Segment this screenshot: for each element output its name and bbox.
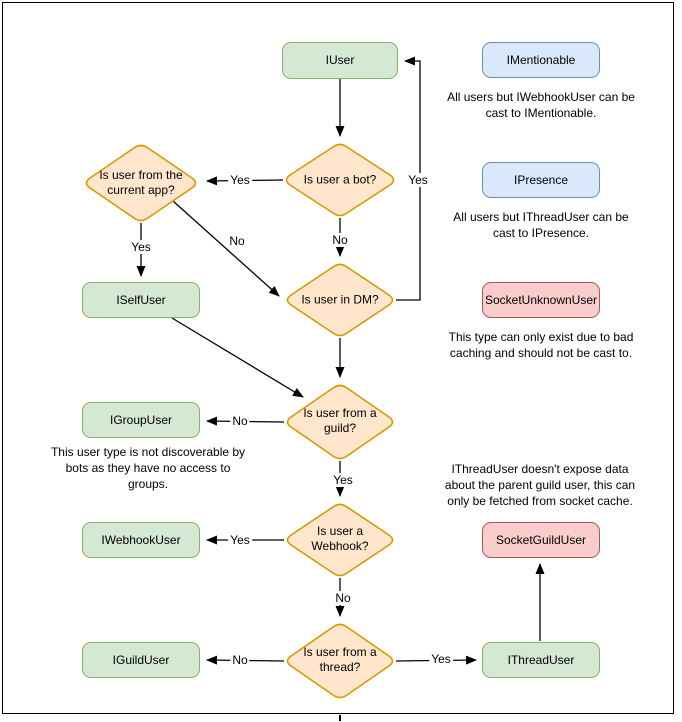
node-iguilduser: IGuildUser — [82, 642, 200, 678]
node-socket-guild-user: SocketGuildUser — [482, 522, 600, 558]
node-iwebhookuser: IWebhookUser — [82, 522, 200, 558]
diagram-border — [2, 2, 674, 714]
edge-label-thread-no: No — [230, 653, 250, 667]
note-imentionable: All users but IWebhookUser can be cast t… — [447, 90, 635, 120]
decision-is-webhook-shape — [286, 503, 394, 577]
edge-iselfuser-to-from-guild — [171, 317, 304, 398]
decision-is-webhook-label: Is user a Webhook? — [311, 524, 369, 553]
node-ipresence: IPresence — [482, 162, 600, 198]
edge-label-app-no: No — [227, 234, 247, 248]
decision-from-guild-shape — [286, 384, 394, 460]
edge-label-guild-yes: Yes — [331, 473, 355, 487]
decision-is-bot-shape — [285, 143, 395, 217]
decision-current-app-label: Is user from the current app? — [99, 168, 183, 197]
decision-is-bot-label: Is user a bot? — [303, 172, 377, 187]
node-imentionable: IMentionable — [482, 42, 600, 78]
node-iuser: IUser — [282, 42, 398, 79]
edge-label-dm-yes: Yes — [406, 173, 430, 187]
edge-label-app-yes: Yes — [129, 240, 153, 254]
edge-label-bot-no: No — [330, 233, 350, 247]
edge-current-app-to-in-dm — [172, 200, 280, 297]
note-ithreaduser: IThreadUser doesn't expose data about th… — [444, 462, 636, 508]
decision-from-guild-label: Is user from a guild? — [303, 406, 377, 435]
edge-label-webhook-no: No — [333, 591, 353, 605]
decision-from-thread-shape — [286, 623, 394, 699]
decision-in-dm-label: Is user in DM? — [301, 292, 379, 307]
decision-current-app-shape — [85, 144, 197, 222]
edge-label-bot-yes: Yes — [228, 173, 252, 187]
node-ithreaduser: IThreadUser — [482, 642, 600, 678]
decision-in-dm-shape — [286, 263, 394, 337]
edge-label-thread-yes: Yes — [429, 652, 453, 666]
edge-label-guild-no: No — [230, 414, 250, 428]
note-ipresence: All users but IThreadUser can be cast to… — [453, 210, 629, 240]
node-igroupuser: IGroupUser — [82, 402, 200, 438]
note-igroupuser: This user type is not discoverable by bo… — [50, 445, 246, 491]
decision-from-thread-label: Is user from a thread? — [303, 645, 377, 674]
node-iselfuser: ISelfUser — [82, 282, 200, 318]
note-socket-unknown-user: This type can only exist due to bad cach… — [448, 330, 634, 360]
page-boundary-tick — [339, 715, 341, 721]
node-socket-unknown-user: SocketUnknownUser — [482, 282, 600, 318]
edge-label-webhook-yes: Yes — [228, 533, 252, 547]
